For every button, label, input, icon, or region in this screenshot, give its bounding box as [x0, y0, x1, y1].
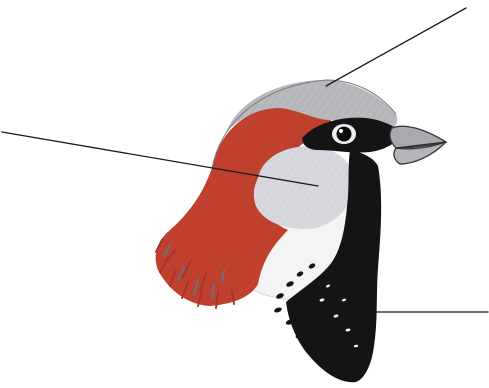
leader-line-crown: [326, 8, 466, 86]
sparrow-head-illustration: [156, 80, 446, 382]
eye: [332, 124, 356, 144]
beak: [390, 126, 446, 164]
